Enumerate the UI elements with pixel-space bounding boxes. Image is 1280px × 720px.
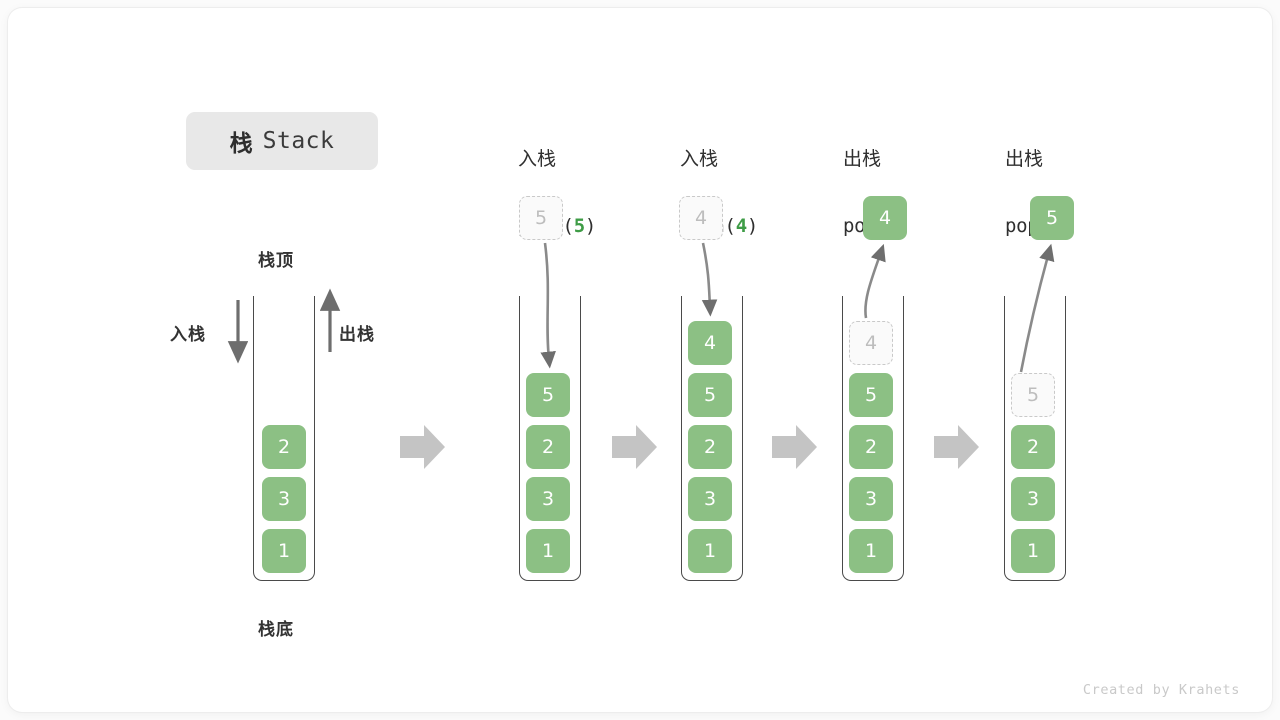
stack-container bbox=[1004, 296, 1066, 581]
header-line1: 出栈 bbox=[843, 148, 882, 170]
ghost-cell: 4 bbox=[679, 196, 723, 240]
stack-cell: 3 bbox=[688, 477, 732, 521]
stack-cell: 1 bbox=[526, 529, 570, 573]
column-header-pop-2: 出栈 pop() bbox=[1005, 106, 1061, 280]
stack-cell: 1 bbox=[688, 529, 732, 573]
ghost-cell: 5 bbox=[519, 196, 563, 240]
label-push-side: 入栈 bbox=[170, 325, 206, 344]
stack-cell: 3 bbox=[849, 477, 893, 521]
detached-cell: 4 bbox=[863, 196, 907, 240]
stack-cell: 4 bbox=[688, 321, 732, 365]
title-en: Stack bbox=[262, 128, 335, 154]
column-header-push-5: 入栈 push(5) bbox=[518, 106, 596, 280]
stack-container bbox=[842, 296, 904, 581]
stack-cell: 5 bbox=[849, 373, 893, 417]
stack-cell: 2 bbox=[1011, 425, 1055, 469]
header-line1: 入栈 bbox=[518, 148, 557, 170]
stack-container bbox=[253, 296, 315, 581]
stack-cell: 1 bbox=[1011, 529, 1055, 573]
stack-container bbox=[519, 296, 581, 581]
label-stack-top: 栈顶 bbox=[258, 251, 294, 270]
ghost-cell: 5 bbox=[1011, 373, 1055, 417]
stack-cell: 5 bbox=[526, 373, 570, 417]
column-header-push-4: 入栈 push(4) bbox=[680, 106, 758, 280]
stack-cell: 2 bbox=[526, 425, 570, 469]
stack-cell: 1 bbox=[849, 529, 893, 573]
stack-cell: 3 bbox=[526, 477, 570, 521]
detached-cell: 5 bbox=[1030, 196, 1074, 240]
header-line1: 出栈 bbox=[1005, 148, 1044, 170]
title-cn: 栈 bbox=[229, 130, 254, 156]
header-line1: 入栈 bbox=[680, 148, 719, 170]
header-arg: 4 bbox=[735, 214, 747, 237]
column-header-pop-1: 出栈 pop() bbox=[843, 106, 899, 280]
title-badge: 栈 Stack bbox=[186, 112, 378, 170]
stack-cell: 2 bbox=[688, 425, 732, 469]
stack-cell: 2 bbox=[849, 425, 893, 469]
stack-cell: 2 bbox=[262, 425, 306, 469]
stack-cell: 5 bbox=[688, 373, 732, 417]
stack-container bbox=[681, 296, 743, 581]
ghost-cell: 4 bbox=[849, 321, 893, 365]
stack-cell: 1 bbox=[262, 529, 306, 573]
header-arg: 5 bbox=[573, 214, 585, 237]
stack-cell: 3 bbox=[262, 477, 306, 521]
stack-cell: 3 bbox=[1011, 477, 1055, 521]
label-pop-side: 出栈 bbox=[339, 325, 375, 344]
footer-credit: Created by Krahets bbox=[1082, 682, 1240, 698]
label-stack-bottom: 栈底 bbox=[258, 620, 294, 639]
